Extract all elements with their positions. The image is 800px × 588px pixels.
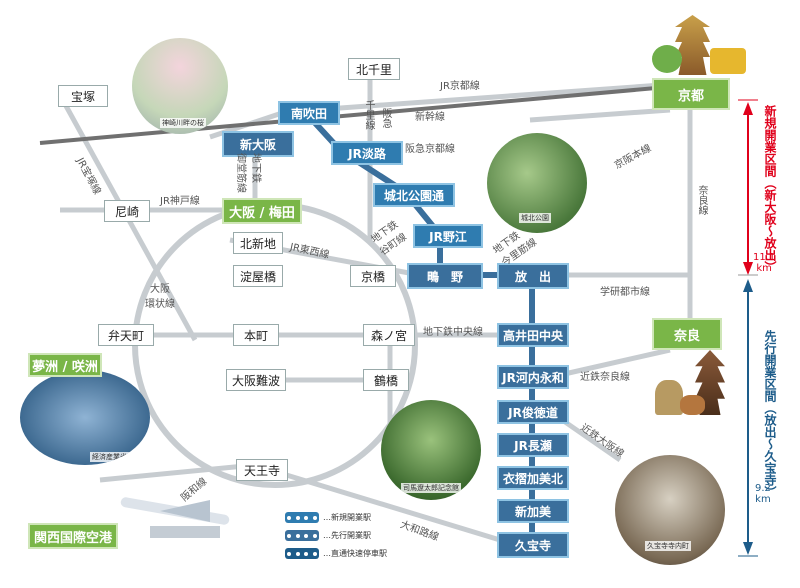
shiba-photo: 司馬遼太郎記念館 [381, 400, 481, 500]
new-section-km: 11.1 km [753, 252, 776, 274]
station-hanaten[interactable]: 放 出 [497, 263, 569, 289]
station-morinomiya[interactable]: 森ノ宮 [363, 324, 415, 346]
label-hankyu-kyoto-line: 阪急京都線 [405, 144, 455, 155]
shirokita-park-photo: 城北公園 [487, 133, 587, 233]
label-hankyu: 阪急 [380, 108, 391, 128]
kyuhoji-caption: 久宝寺寺内町 [645, 541, 691, 551]
station-kansai-airport[interactable]: 関西国際空港 [28, 523, 118, 549]
station-minami-suita[interactable]: 南吹田 [278, 101, 340, 125]
label-jr-kyoto-line: JR京都線 [440, 81, 480, 92]
legend-rapid-swatch [285, 548, 319, 559]
station-osaka-umeda[interactable]: 大阪 / 梅田 [222, 198, 302, 224]
station-kyuhoji[interactable]: 久宝寺 [497, 532, 569, 558]
label-senri-line: 千里線 [363, 100, 374, 130]
station-tsuruhashi[interactable]: 鶴橋 [363, 369, 409, 391]
station-kyobashi[interactable]: 京橋 [350, 265, 396, 287]
station-tennoji[interactable]: 天王寺 [236, 459, 288, 481]
station-kisuri-kamikita[interactable]: 衣摺加美北 [497, 466, 569, 490]
legend-rapid-label: …直通快速停車駅 [323, 549, 387, 558]
label-subway-midosuji: 地下鉄 御堂筋線 [235, 153, 261, 193]
station-kita-senri[interactable]: 北千里 [348, 58, 400, 80]
station-jr-nagase[interactable]: JR長瀬 [497, 433, 569, 457]
station-takaida-chuo[interactable]: 高井田中央 [497, 323, 569, 347]
expo-caption: 経済産業省提供 [90, 452, 143, 462]
station-jr-kawachi-eiwa[interactable]: JR河内永和 [497, 365, 569, 389]
expo-photo: 経済産業省提供 [20, 370, 150, 465]
kyuhoji-photo: 久宝寺寺内町 [615, 455, 725, 565]
station-shigino[interactable]: 鴫 野 [407, 263, 483, 289]
nara-illustration [655, 350, 735, 420]
legend-advance-label: …先行開業駅 [323, 531, 371, 540]
label-nara-line: 奈良線 [696, 185, 707, 215]
station-nara[interactable]: 奈良 [652, 318, 722, 350]
legend-advance-swatch [285, 530, 319, 541]
label-osaka-loop-line: 大阪 環状線 [145, 284, 175, 310]
station-jr-shuntokumichi[interactable]: JR俊徳道 [497, 400, 569, 424]
legend-rapid: …直通快速停車駅 [285, 548, 387, 559]
kanzaki-photo: 神崎川畔の桜 [132, 38, 228, 134]
station-yumeshima-sakishima[interactable]: 夢洲 / 咲洲 [28, 353, 102, 377]
pagoda-illustration [650, 10, 750, 80]
station-jr-awaji[interactable]: JR淡路 [331, 141, 403, 165]
station-yodoyabashi[interactable]: 淀屋橋 [233, 265, 283, 287]
label-subway-chuo-line: 地下鉄中央線 [423, 327, 483, 338]
shiba-caption: 司馬遼太郎記念館 [401, 483, 461, 493]
station-bentencho[interactable]: 弁天町 [98, 324, 154, 346]
plane-illustration [119, 488, 240, 538]
shinkansen-line [39, 83, 691, 145]
label-gakkentoshi-line: 学研都市線 [600, 287, 650, 298]
station-jr-noe[interactable]: JR野江 [413, 224, 483, 248]
legend-new: …新規開業駅 [285, 512, 371, 523]
station-osaka-namba[interactable]: 大阪難波 [226, 369, 286, 391]
label-kintetsu-nara-line: 近鉄奈良線 [580, 372, 630, 383]
station-shin-kami[interactable]: 新加美 [497, 499, 569, 523]
station-kyoto[interactable]: 京都 [652, 78, 730, 110]
station-shirokita-koendori[interactable]: 城北公園通 [373, 183, 455, 207]
label-shinkansen: 新幹線 [415, 112, 445, 123]
shirokita-caption: 城北公園 [519, 213, 551, 223]
kanzaki-caption: 神崎川畔の桜 [160, 118, 206, 128]
legend-advance: …先行開業駅 [285, 530, 371, 541]
label-jr-kobe-line: JR神戸線 [160, 196, 200, 207]
advance-section-label: 先行開業区間（放出〜久宝寺） [763, 330, 777, 498]
station-takarazuka[interactable]: 宝塚 [58, 85, 108, 107]
advance-section-km: 9.2 km [755, 483, 771, 505]
station-kitashinchi[interactable]: 北新地 [233, 232, 283, 254]
station-amagasaki[interactable]: 尼崎 [104, 200, 150, 222]
legend-new-swatch [285, 512, 319, 523]
legend-new-label: …新規開業駅 [323, 513, 371, 522]
station-honmachi[interactable]: 本町 [233, 324, 279, 346]
new-section-label: 新規開業区間（新大阪〜放出） [763, 105, 777, 273]
station-shin-osaka[interactable]: 新大阪 [222, 131, 294, 157]
